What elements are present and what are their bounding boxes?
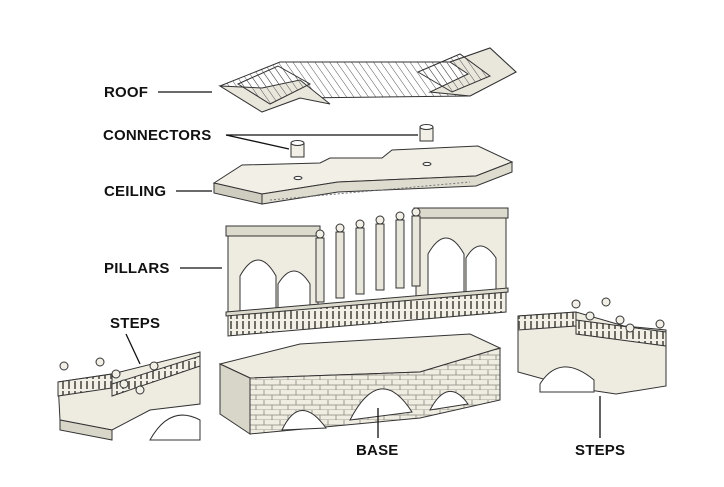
base-part: [218, 333, 502, 435]
connector-pins: [290, 124, 434, 158]
steps-right-part: [517, 297, 667, 395]
label-connectors: CONNECTORS: [103, 127, 212, 144]
pillars-part: [225, 207, 509, 337]
label-ceiling: CEILING: [104, 183, 167, 200]
label-steps-right: STEPS: [575, 442, 626, 459]
label-pillars: PILLARS: [104, 260, 170, 277]
label-steps-left: STEPS: [110, 315, 161, 332]
label-roof: ROOF: [104, 84, 149, 101]
leader-lines: [125, 91, 601, 438]
steps-left-part: [57, 351, 201, 441]
roof-part: [218, 47, 517, 113]
label-base: BASE: [356, 442, 399, 459]
ceiling-part: [212, 145, 514, 205]
